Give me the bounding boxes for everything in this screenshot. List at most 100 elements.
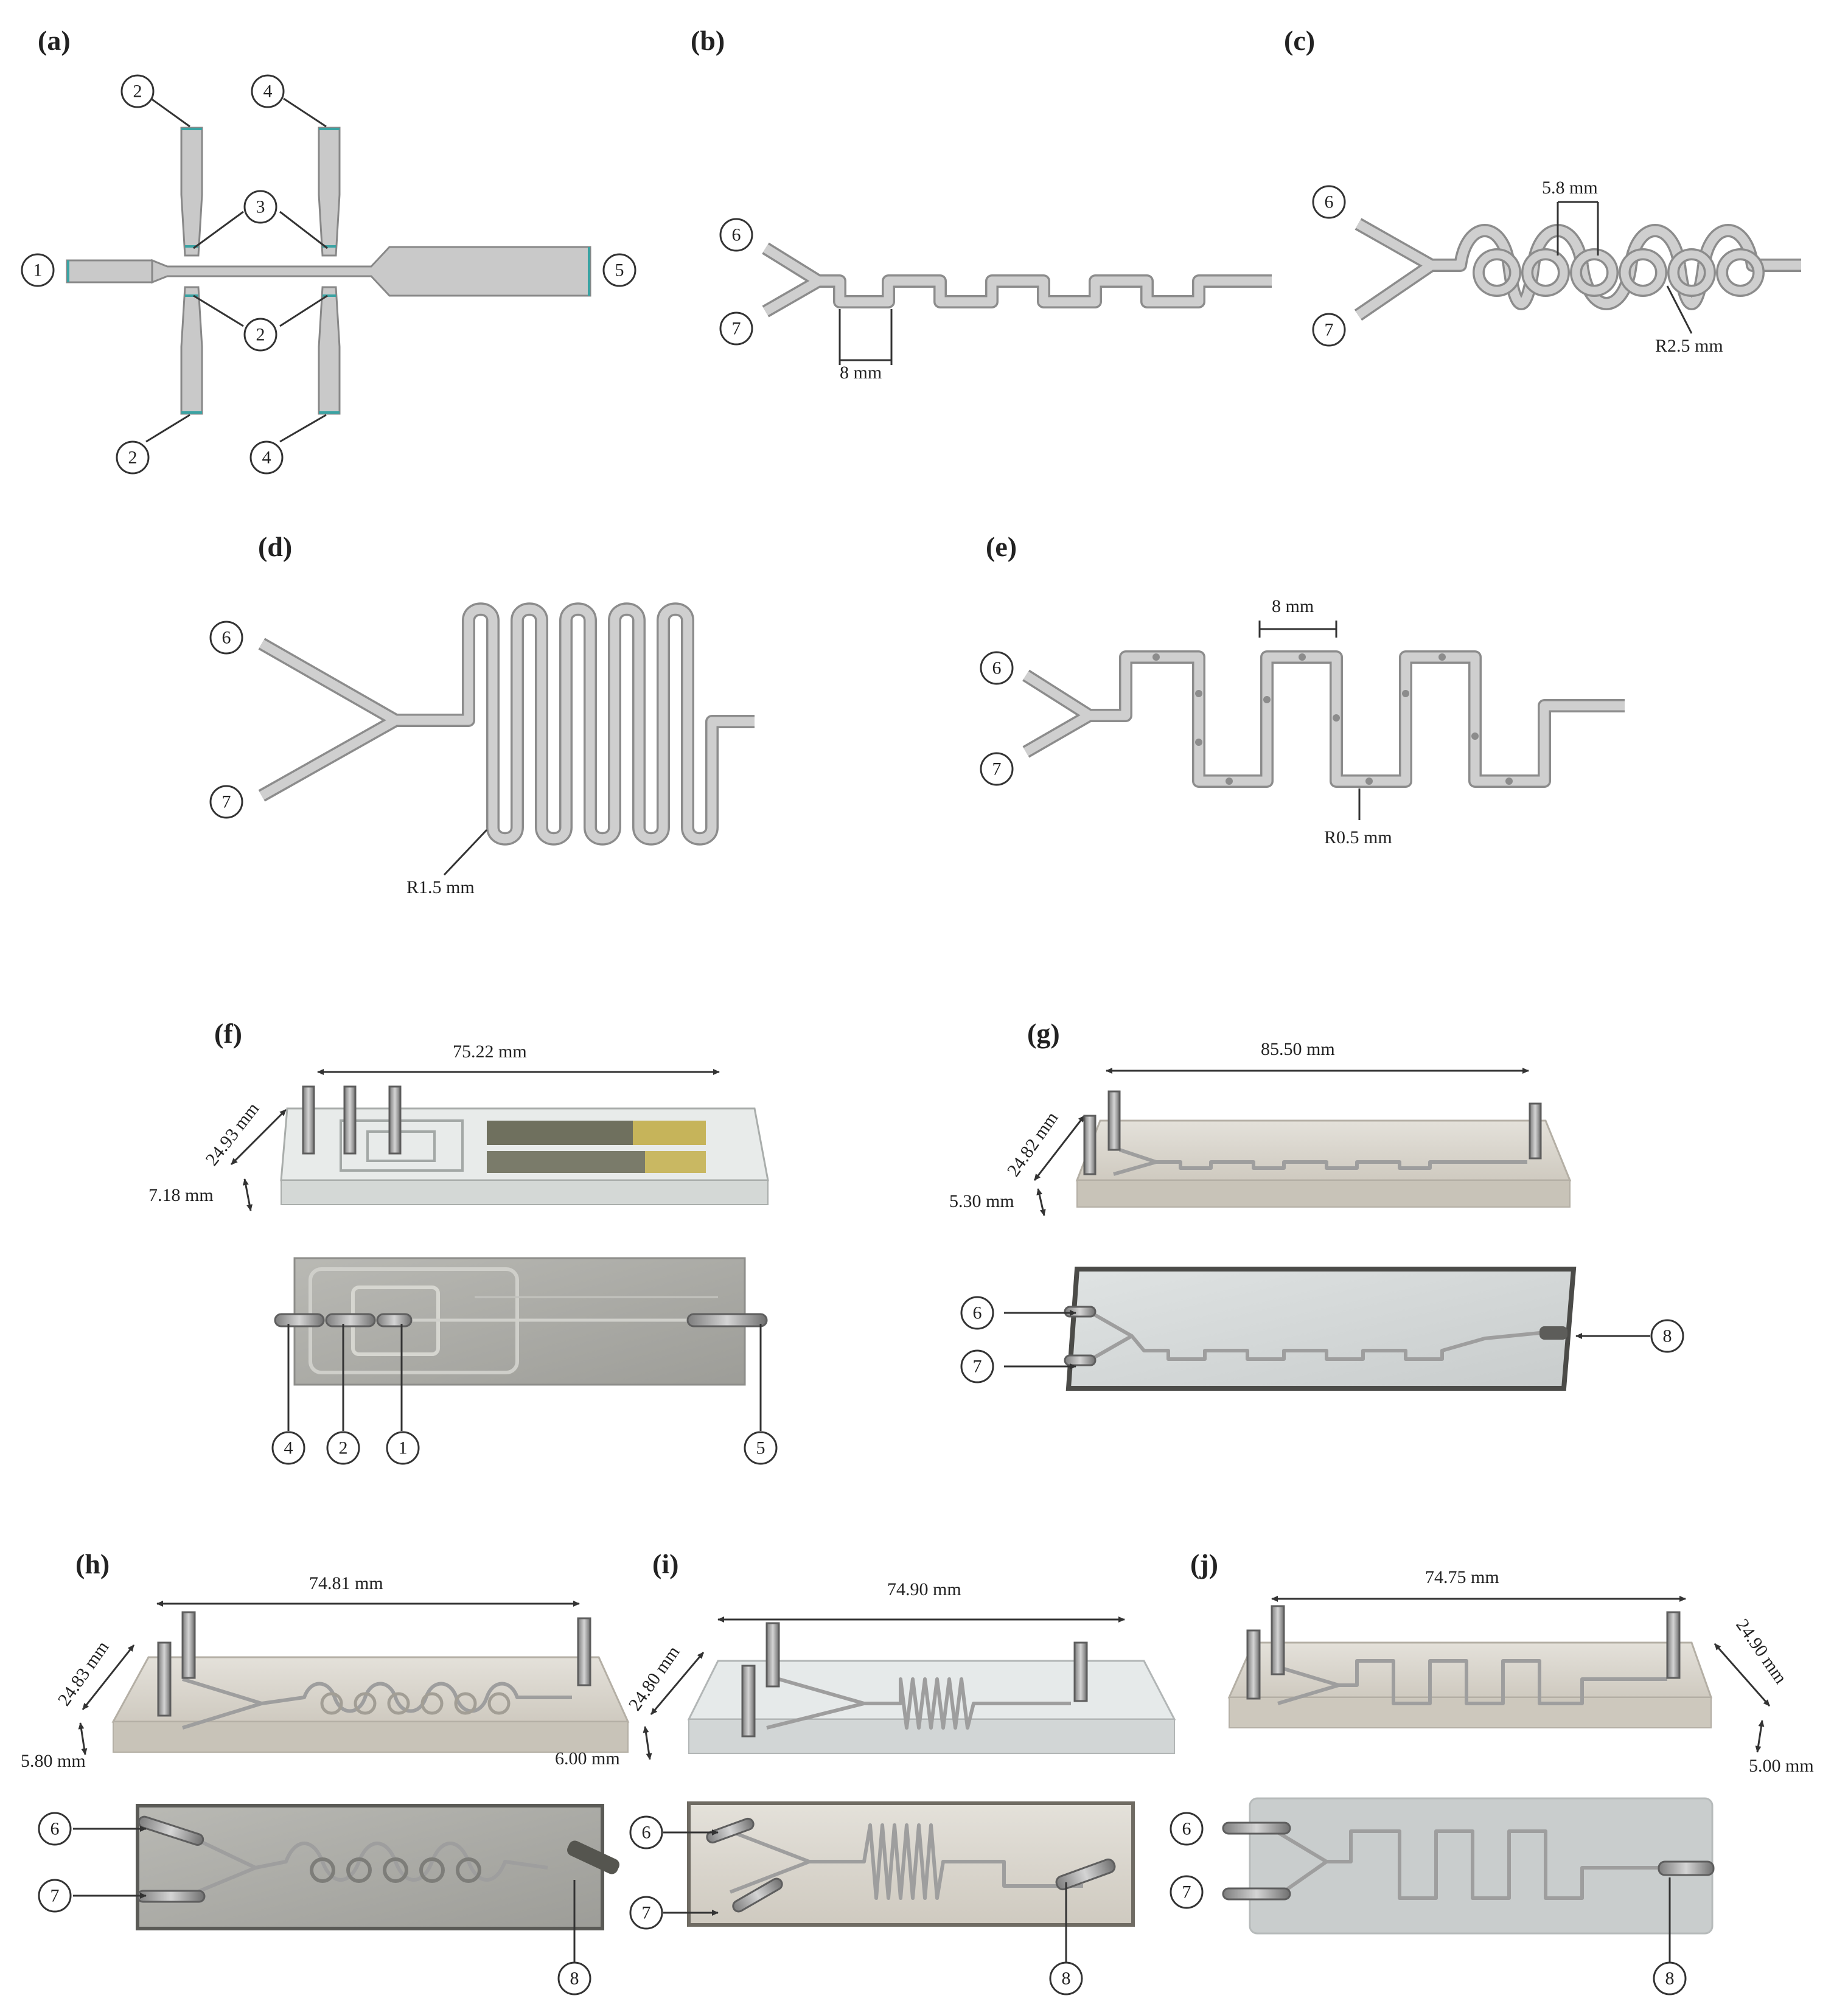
leader-d-radius [443, 829, 488, 876]
svg-text:4: 4 [263, 82, 273, 102]
leader-a-4-bottom [279, 414, 327, 443]
panel-label-f: (f) [214, 1018, 242, 1049]
callout-g-8: 8 [1650, 1319, 1684, 1353]
photo-h-top [111, 1611, 630, 1753]
callout-h-7: 7 [38, 1879, 72, 1913]
panel-label-b: (b) [691, 25, 725, 56]
dim-c-pitch-label: 5.8 mm [1542, 178, 1598, 198]
callout-j-6: 6 [1170, 1812, 1204, 1846]
channel-e [1022, 650, 1625, 788]
leader-a-2-bottom [145, 414, 190, 443]
channel-a-right-bottom [318, 286, 341, 415]
svg-text:2: 2 [128, 448, 138, 468]
svg-text:4: 4 [284, 1438, 293, 1458]
svg-text:8: 8 [1062, 1969, 1071, 1989]
panel-c: (c) 5.8 mm R2.5 mm 6 7 [1284, 25, 1801, 356]
svg-text:5: 5 [756, 1438, 765, 1458]
svg-text:6: 6 [222, 628, 231, 648]
callout-a-2-mid: 2 [243, 318, 277, 352]
channel-d [258, 602, 755, 846]
dim-j-height: 5.00 mm [1749, 1756, 1814, 1776]
callout-c-7: 7 [1312, 313, 1346, 347]
photo-g-top [1075, 1090, 1572, 1208]
panel-label-g: (g) [1027, 1018, 1060, 1049]
callout-g-7: 7 [960, 1349, 994, 1383]
dim-g-width: 24.82 mm [1003, 1108, 1062, 1180]
callout-i-7: 7 [629, 1896, 663, 1930]
dim-j-length: 74.75 mm [1425, 1567, 1499, 1587]
dim-g-height: 5.30 mm [949, 1191, 1014, 1211]
panel-label-h: (h) [75, 1548, 110, 1579]
svg-text:3: 3 [256, 197, 265, 217]
dim-i-height: 6.00 mm [555, 1748, 620, 1769]
svg-text:8: 8 [1665, 1969, 1675, 1989]
leader-a-3-left [193, 210, 244, 249]
panel-g: (g) 85.50 mm 24.82 mm 5.30 mm 6 7 8 [949, 1018, 1684, 1391]
panel-a: (a) 1 5 2 4 3 2 2 4 [21, 25, 636, 475]
callout-b-6: 6 [719, 218, 753, 252]
panel-e: (e) 8 mm R0.5 mm 6 7 [980, 531, 1625, 847]
panel-i: (i) 74.90 mm 24.80 mm 6.00 mm 6 7 8 [555, 1548, 1176, 1995]
dim-e-radius-label: R0.5 mm [1324, 827, 1392, 847]
svg-text:4: 4 [262, 448, 271, 468]
callout-d-7: 7 [209, 785, 243, 819]
dim-j-width-arrow [1714, 1643, 1771, 1707]
leader-a-2-mid-left [193, 294, 244, 327]
dim-i-height-arrow [643, 1726, 652, 1760]
svg-text:2: 2 [256, 325, 265, 345]
dim-f-height: 7.18 mm [148, 1185, 214, 1205]
callout-f-1: 1 [386, 1431, 420, 1465]
dim-f-height-arrow [242, 1178, 253, 1211]
photo-f-bottom [274, 1257, 768, 1386]
photo-h-bottom [136, 1804, 619, 1930]
callout-b-7: 7 [719, 311, 753, 346]
dim-h-width-arrow [82, 1644, 135, 1710]
panel-label-i: (i) [652, 1548, 678, 1579]
dim-i-length: 74.90 mm [887, 1579, 961, 1599]
dim-f-width-arrow [230, 1108, 287, 1166]
callout-i-8: 8 [1049, 1961, 1083, 1995]
dim-f-length: 75.22 mm [453, 1042, 527, 1062]
panel-label-j: (j) [1190, 1548, 1218, 1579]
panel-h: (h) 74.81 mm 24.83 mm 5.80 mm [21, 1548, 630, 1995]
panel-f: (f) 75.22 mm 24.93 mm 7.18 mm [148, 1018, 778, 1465]
callout-c-6: 6 [1312, 185, 1346, 219]
photo-g-bottom [1064, 1267, 1577, 1391]
panel-label-a: (a) [38, 25, 71, 56]
callout-j-7: 7 [1170, 1875, 1204, 1909]
leader-a-2-top [150, 97, 190, 128]
leader-c-radius [1666, 285, 1693, 334]
panel-label-d: (d) [258, 531, 292, 562]
photo-i-bottom [687, 1801, 1135, 1927]
callout-a-3: 3 [243, 190, 277, 224]
dim-c-radius-label: R2.5 mm [1655, 336, 1723, 356]
panel-j: (j) 74.75 mm 24.90 mm 5.00 mm 6 7 8 [1170, 1548, 1814, 1995]
dim-i-width: 24.80 mm [625, 1642, 684, 1714]
dim-j-width: 24.90 mm [1732, 1615, 1791, 1688]
photo-i-top [687, 1622, 1176, 1754]
dim-i-width-arrow [650, 1652, 705, 1715]
callout-f-2: 2 [326, 1431, 360, 1465]
leader-a-3-right [279, 210, 328, 249]
svg-text:7: 7 [732, 319, 741, 339]
svg-text:6: 6 [992, 658, 1002, 678]
svg-text:7: 7 [222, 792, 231, 812]
callout-d-6: 6 [209, 621, 243, 655]
dim-j-height-arrow [1755, 1720, 1765, 1753]
photo-f-top [280, 1085, 769, 1205]
svg-text:8: 8 [570, 1969, 579, 1989]
svg-text:6: 6 [732, 225, 741, 245]
callout-f-4: 4 [271, 1431, 305, 1465]
svg-text:6: 6 [1182, 1819, 1191, 1839]
callout-a-4-bottom: 4 [249, 440, 284, 475]
svg-text:2: 2 [339, 1438, 348, 1458]
photo-j-top [1227, 1605, 1713, 1728]
callout-f-5: 5 [744, 1431, 778, 1465]
svg-text:1: 1 [399, 1438, 408, 1458]
callout-a-2-top: 2 [120, 74, 155, 108]
svg-text:7: 7 [642, 1903, 651, 1923]
panel-d: (d) R1.5 mm 6 7 [209, 531, 755, 897]
channel-a-left-top [180, 127, 203, 257]
channel-a-left-bottom [180, 286, 203, 415]
